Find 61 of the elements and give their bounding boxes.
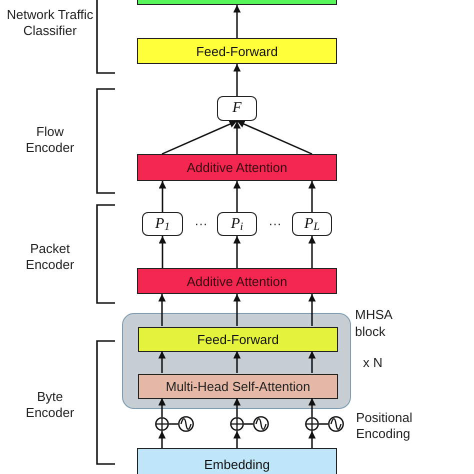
box-label: Feed-Forward: [196, 44, 278, 58]
feed-forward-box: [138, 327, 338, 352]
embedding-box: [137, 448, 337, 474]
connector-line: [244, 423, 253, 425]
section-label: Byte Encoder: [24, 389, 76, 421]
attention-box: [137, 154, 337, 181]
adder-circle: [155, 417, 169, 431]
side-label: Positional Encoding: [356, 410, 414, 442]
arrow: [158, 431, 166, 448]
arrow: [308, 181, 316, 212]
arrow: [233, 431, 241, 448]
box-label: F: [232, 101, 242, 116]
arrow: [158, 181, 166, 212]
connector-line: [169, 423, 178, 425]
arrow: [308, 351, 316, 373]
ellipsis: ···: [268, 216, 282, 232]
ellipsis: ···: [194, 216, 208, 232]
arrow: [162, 120, 238, 155]
box-label: Additive Attention: [186, 274, 288, 288]
arrow: [233, 398, 241, 417]
box-label: P$_{L}$: [304, 216, 320, 232]
arrow: [233, 181, 241, 212]
box-label: Additive Attention: [186, 161, 288, 174]
packet-vector-box: [217, 212, 257, 236]
arrow: [158, 294, 166, 326]
attention-box: [137, 268, 337, 294]
box-label: P$_{i}$: [230, 216, 244, 232]
arrow: [308, 294, 316, 326]
box-label: Multi-Head Self-Attention: [166, 380, 310, 393]
arrow: [158, 351, 166, 373]
arrow: [233, 64, 241, 96]
section-label: Packet Encoder: [24, 241, 76, 273]
block-label: MHSA block: [355, 306, 394, 340]
feed-forward-box: [137, 38, 337, 64]
sine-wave-circle: [253, 416, 269, 432]
sine-wave-circle: [328, 416, 344, 432]
section-label: Network Traffic Classifier: [6, 7, 94, 39]
adder-circle: [305, 417, 319, 431]
box-label: Feed-Forward: [197, 333, 279, 346]
arrow: [158, 398, 166, 417]
section-label: Flow Encoder: [24, 124, 76, 156]
arrow: [308, 431, 316, 448]
arrow: [308, 398, 316, 417]
arrow: [233, 294, 241, 326]
adder-circle: [230, 417, 244, 431]
repeat-label: x N: [363, 354, 382, 372]
arrow: [233, 121, 241, 154]
connector-line: [319, 423, 328, 425]
arrow: [233, 5, 241, 38]
arrow: [233, 236, 241, 268]
self-attention-box: [138, 374, 338, 399]
packet-vector-box: [142, 212, 183, 236]
box-label: Embedding: [204, 458, 270, 470]
packet-vector-box: [292, 212, 332, 236]
arrow: [233, 351, 241, 373]
sine-wave-circle: [178, 416, 194, 432]
box-label: P$_{1}$: [155, 216, 170, 232]
flow-vector-box: [217, 96, 257, 121]
arrow: [236, 120, 312, 155]
arrow: [308, 236, 316, 268]
arrow: [158, 236, 166, 268]
